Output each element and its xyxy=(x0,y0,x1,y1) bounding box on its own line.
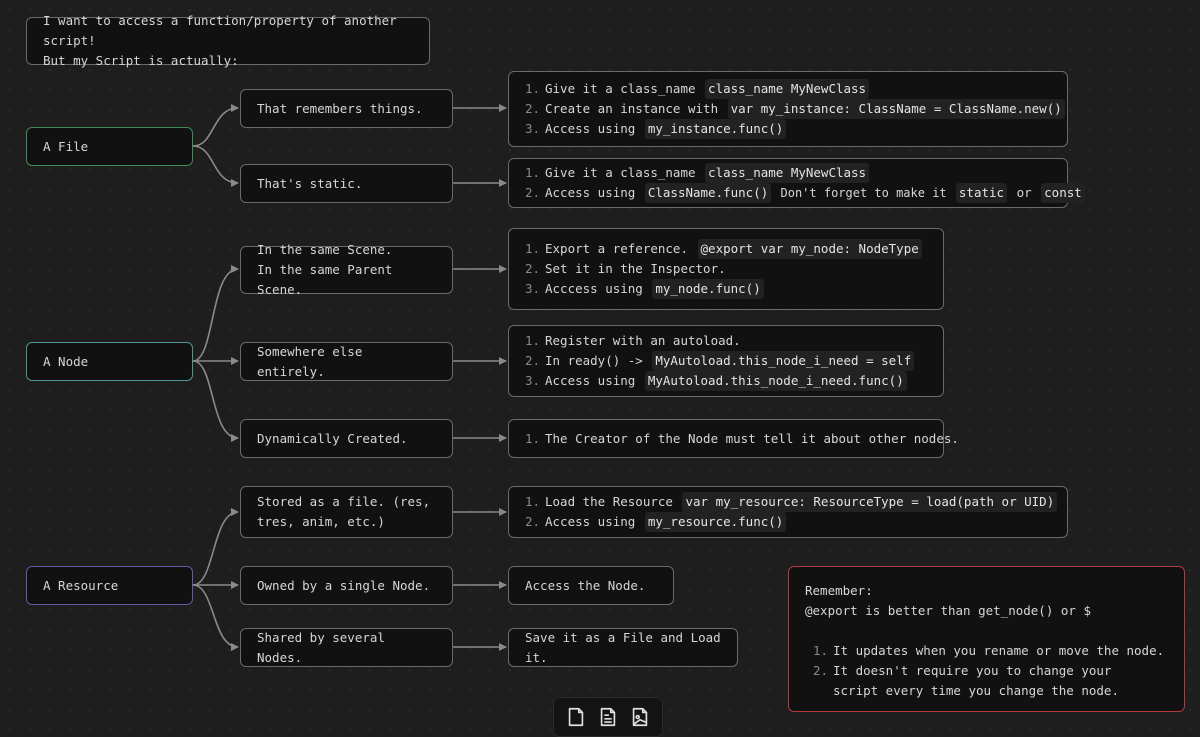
category-resource[interactable]: A Resource xyxy=(26,566,193,605)
case-label: Shared by several Nodes. xyxy=(257,629,385,665)
case-label: Somewhere else entirely. xyxy=(257,343,363,379)
case-node-dynamic[interactable]: Dynamically Created. xyxy=(240,419,453,458)
image-file-icon xyxy=(632,707,648,727)
steps-node-same-scene: 1.Export a reference. @export var my_nod… xyxy=(508,228,944,310)
code-snippet: class_name MyNewClass xyxy=(705,163,870,183)
step-item: 2.Create an instance with var my_instanc… xyxy=(525,99,1065,119)
remember-title: Remember: xyxy=(805,583,873,598)
case-label-line-2: tres, anim, etc.) xyxy=(257,514,385,529)
case-resource-shared[interactable]: Shared by several Nodes. xyxy=(240,628,453,667)
code-snippet: var my_instance: ClassName = ClassName.n… xyxy=(727,99,1065,119)
code-snippet: class_name MyNewClass xyxy=(705,79,870,99)
category-file-label: A File xyxy=(43,138,89,154)
step-item: 3.Acccess using my_node.func() xyxy=(525,279,927,299)
code-snippet: const xyxy=(1041,183,1085,203)
remember-item: 2.It doesn't require you to change your … xyxy=(813,663,1119,698)
code-snippet: static xyxy=(955,183,1008,203)
steps-node-elsewhere: 1.Register with an autoload. 2.In ready(… xyxy=(508,325,944,397)
blank-file-icon xyxy=(568,707,584,727)
case-label-line-1: Stored as a file. (res, xyxy=(257,494,431,509)
case-node-same-scene[interactable]: In the same Scene. In the same Parent Sc… xyxy=(240,242,453,297)
case-label-line-2: In the same Parent Scene. xyxy=(257,262,393,297)
canvas-toolbar xyxy=(553,697,663,737)
case-label: Dynamically Created. xyxy=(257,430,408,446)
step-item: 2.Access using ClassName.func() Don't fo… xyxy=(525,183,1085,203)
result-resource-shared: Save it as a File and Load it. xyxy=(508,628,738,667)
result-resource-owned: Access the Node. xyxy=(508,566,674,605)
code-snippet: var my_resource: ResourceType = load(pat… xyxy=(682,492,1058,512)
remember-subtitle: @export is better than get_node() or $ xyxy=(805,603,1091,618)
steps-file-remembers: 1.Give it a class_name class_name MyNewC… xyxy=(508,71,1068,147)
category-node-label: A Node xyxy=(43,353,89,369)
remember-note: Remember: @export is better than get_nod… xyxy=(788,566,1185,712)
case-resource-file[interactable]: Stored as a file. (res, tres, anim, etc.… xyxy=(240,486,453,538)
case-file-static[interactable]: That's static. xyxy=(240,164,453,203)
remember-item: 1.It updates when you rename or move the… xyxy=(813,643,1165,658)
case-label-line-1: In the same Scene. xyxy=(257,242,393,257)
intro-line-1: I want to access a function/property of … xyxy=(43,13,397,48)
add-text-file-button[interactable] xyxy=(595,704,621,730)
code-snippet: my_instance.func() xyxy=(644,119,787,139)
step-item: 2.Access using my_resource.func() xyxy=(525,512,1051,532)
step-item: 3.Access using my_instance.func() xyxy=(525,119,1051,139)
case-label: That's static. xyxy=(257,175,363,191)
step-item: 3.Access using MyAutoload.this_node_i_ne… xyxy=(525,371,927,391)
add-blank-file-button[interactable] xyxy=(563,704,589,730)
step-item: 1.Export a reference. @export var my_nod… xyxy=(525,239,927,259)
step-item: 1.The Creator of the Node must tell it a… xyxy=(525,430,959,446)
intro-note: I want to access a function/property of … xyxy=(26,13,430,68)
steps-node-dynamic: 1.The Creator of the Node must tell it a… xyxy=(508,419,959,458)
steps-file-static: 1.Give it a class_name class_name MyNewC… xyxy=(508,158,1085,208)
case-label: Owned by a single Node. xyxy=(257,577,431,593)
case-node-elsewhere[interactable]: Somewhere else entirely. xyxy=(240,342,453,381)
step-item: 1.Register with an autoload. xyxy=(525,333,741,348)
category-resource-label: A Resource xyxy=(43,577,119,593)
steps-resource-file: 1.Load the Resource var my_resource: Res… xyxy=(508,486,1068,538)
intro-line-2: But my Script is actually: xyxy=(43,53,239,68)
code-snippet: ClassName.func() xyxy=(644,183,772,203)
code-snippet: @export var my_node: NodeType xyxy=(697,239,922,259)
code-snippet: my_resource.func() xyxy=(644,512,787,532)
result-text: Access the Node. xyxy=(525,577,646,593)
step-item: 1.Load the Resource var my_resource: Res… xyxy=(525,492,1058,512)
case-label: That remembers things. xyxy=(257,100,423,116)
step-item: 2.In ready() -> MyAutoload.this_node_i_n… xyxy=(525,351,927,371)
category-file[interactable]: A File xyxy=(26,127,193,166)
code-snippet: my_node.func() xyxy=(652,279,764,299)
category-node[interactable]: A Node xyxy=(26,342,193,381)
step-item: 1.Give it a class_name class_name MyNewC… xyxy=(525,79,1051,99)
step-item: 1.Give it a class_name class_name MyNewC… xyxy=(525,163,1051,183)
step-item: 2.Set it in the Inspector. xyxy=(525,261,726,276)
result-text: Save it as a File and Load it. xyxy=(525,629,721,665)
text-file-icon xyxy=(600,707,616,727)
case-resource-owned[interactable]: Owned by a single Node. xyxy=(240,566,453,605)
code-snippet: MyAutoload.this_node_i_need.func() xyxy=(644,371,907,391)
add-image-file-button[interactable] xyxy=(627,704,653,730)
case-file-remembers[interactable]: That remembers things. xyxy=(240,89,453,128)
code-snippet: MyAutoload.this_node_i_need = self xyxy=(652,351,915,371)
